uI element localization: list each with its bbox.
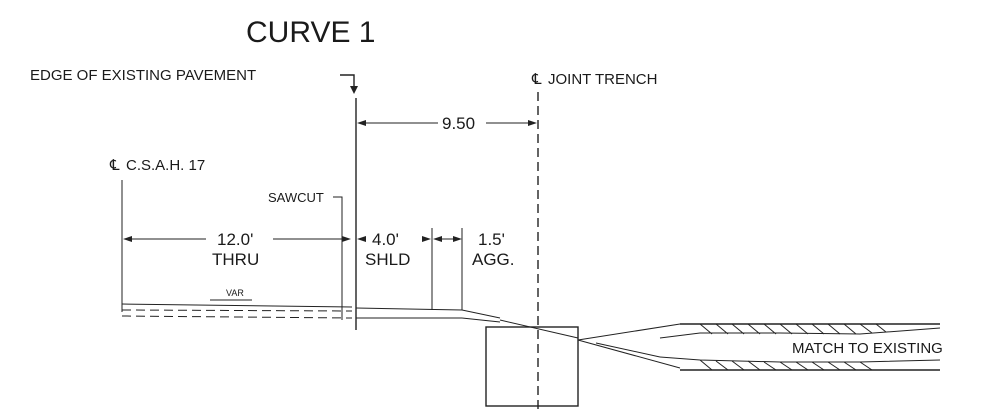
joint-trench-label: JOINT TRENCH	[548, 71, 657, 88]
upper-band-hatching	[699, 323, 887, 335]
agg-dim-arrow-left	[433, 236, 442, 242]
agg-slope-base	[461, 317, 501, 323]
taper-inner-line	[595, 342, 661, 358]
overall-dim-arrow-left	[357, 120, 366, 126]
thru-dim-arrow-left	[123, 236, 132, 242]
shoulder-surface	[355, 307, 463, 311]
agg-slope-line	[461, 309, 501, 319]
taper-lower-edge	[577, 339, 681, 369]
edge-of-pavement-arrowhead	[350, 86, 358, 94]
csah-centerline-symbol: ℄	[109, 157, 120, 174]
sawcut-label: SAWCUT	[268, 190, 324, 205]
thru-width-text: 12.0'	[217, 230, 253, 249]
agg-dim-arrow-right	[453, 236, 462, 242]
edge-of-pavement-leader	[340, 74, 355, 90]
overall-dim-text: 9.50	[442, 114, 475, 133]
drawing-title: CURVE 1	[246, 16, 376, 49]
shld-dim-arrow-right	[422, 236, 431, 242]
pavement-surface-existing	[121, 309, 353, 312]
thru-dim-arrow-right	[342, 236, 351, 242]
taper-upper-edge	[577, 323, 681, 341]
lower-band-hatching	[699, 359, 873, 371]
shoulder-width-text: 4.0'	[372, 230, 399, 249]
match-existing-label: MATCH TO EXISTING	[792, 340, 943, 357]
edge-of-pavement-label: EDGE OF EXISTING PAVEMENT	[30, 67, 256, 84]
shld-dim-arrow-left	[357, 236, 366, 242]
joint-trench-centerline-symbol: ℄	[531, 71, 542, 88]
thru-label-text: THRU	[212, 250, 259, 269]
ground-slope-line	[499, 319, 579, 339]
overall-dim-arrow-right	[528, 120, 537, 126]
pavement-surface-top	[121, 303, 353, 308]
joint-trench-box	[485, 326, 579, 407]
upper-band-bottom	[659, 327, 941, 339]
csah-label: C.S.A.H. 17	[126, 157, 205, 174]
agg-label-text: AGG.	[472, 250, 515, 269]
agg-width-text: 1.5'	[478, 230, 505, 249]
sawcut-leader	[333, 196, 343, 320]
var-label: VAR	[226, 288, 244, 298]
pavement-bottom-existing	[121, 315, 353, 319]
shoulder-label-text: SHLD	[365, 250, 410, 269]
